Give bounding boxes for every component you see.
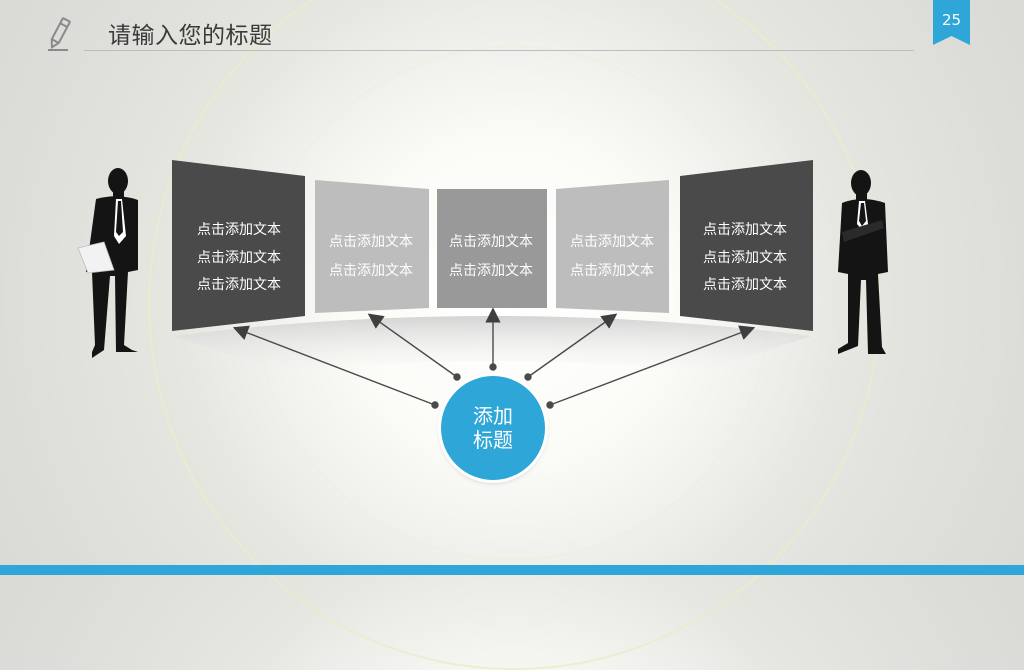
arrow-3-dot [489, 363, 497, 371]
panel-3-line-2: 点击添加文本 [449, 263, 533, 279]
panel-1[interactable]: 点击添加文本 点击添加文本 点击添加文本 [172, 160, 305, 331]
businessman-left-silhouette [77, 168, 138, 358]
arrow-5-dot [546, 401, 554, 409]
arrow-5 [549, 325, 756, 406]
pencil-icon [48, 17, 71, 51]
arrow-4-dot [524, 373, 532, 381]
panel-3[interactable]: 点击添加文本 点击添加文本 [437, 189, 547, 308]
arrow-4 [527, 313, 618, 378]
arrow-1-dot [431, 401, 439, 409]
panel-5-line-1: 点击添加文本 [703, 222, 787, 238]
page-title: 请输入您的标题 [108, 23, 273, 49]
arrow-1 [232, 325, 436, 406]
slide-header: 请输入您的标题 25 [0, 0, 1024, 60]
panel-4-line-1: 点击添加文本 [570, 234, 654, 250]
panel-5-line-2: 点击添加文本 [703, 250, 787, 266]
panel-1-line-2: 点击添加文本 [197, 250, 281, 266]
panel-4[interactable]: 点击添加文本 点击添加文本 [556, 180, 669, 313]
page-number: 25 [941, 11, 962, 29]
panel-2-line-2: 点击添加文本 [329, 263, 413, 279]
panel-5[interactable]: 点击添加文本 点击添加文本 点击添加文本 [680, 160, 813, 331]
panel-1-line-3: 点击添加文本 [197, 277, 281, 293]
center-title-line-2: 标题 [473, 428, 513, 452]
center-title-line-1: 添加 [473, 404, 513, 428]
page-number-badge [933, 0, 970, 45]
panel-2[interactable]: 点击添加文本 点击添加文本 [315, 180, 429, 313]
bottom-accent-bar [0, 565, 1024, 575]
center-title-circle[interactable]: 添加 标题 [441, 376, 545, 480]
panel-1-line-1: 点击添加文本 [197, 222, 281, 238]
panel-2-line-1: 点击添加文本 [329, 234, 413, 250]
arrow-2 [367, 313, 458, 378]
title-underline [84, 50, 914, 51]
panel-3-line-1: 点击添加文本 [449, 234, 533, 250]
panel-4-line-2: 点击添加文本 [570, 263, 654, 279]
panel-5-line-3: 点击添加文本 [703, 277, 787, 293]
diagram-stage: 点击添加文本 点击添加文本 点击添加文本 点击添加文本 点击添加文本 点击添加文… [77, 160, 888, 409]
arrow-2-dot [453, 373, 461, 381]
businessman-right-silhouette [838, 170, 888, 354]
floor-reflection [172, 316, 812, 372]
connector-arrows [232, 307, 756, 409]
